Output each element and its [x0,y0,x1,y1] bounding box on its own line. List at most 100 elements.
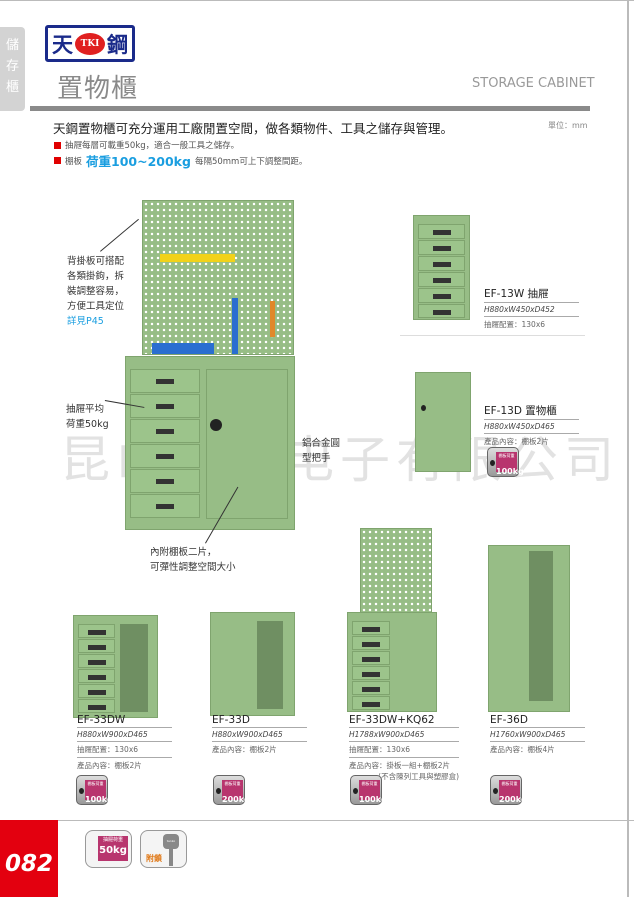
product-label: EF-33DW+KQ62 H1788xW900xD465 抽屜配置：130x6 … [349,714,459,784]
drawer [352,636,390,650]
product-dimensions: H880xW450xD452 [484,303,579,317]
callout-line: 各類掛鉤，拆 [67,271,125,282]
shelf-load-badge: 棚板荷重 100kg [487,447,524,477]
product-image-ef13w [413,215,470,320]
product-name: EF-13D 置物櫃 [484,403,579,420]
product-dimensions: H1760xW900xD465 [490,728,585,742]
product-spec: 產品內容：掛板一組+棚板2片 [349,761,451,770]
product-dimensions: H880xW450xD465 [484,420,579,434]
drawer [78,654,115,668]
key-blade [169,848,173,866]
unit-note: 單位：mm [548,121,588,130]
key-icon: tanko [163,834,179,849]
drawer [78,624,115,638]
callout-line: 內附棚板二片， [150,547,217,558]
drawer [78,684,115,698]
page-reference-link[interactable]: 詳見P45 [67,316,104,327]
product-image-ef33dw-kq62 [347,612,437,712]
product-image-ef13d [415,372,471,472]
badge-value: 50kg [99,845,127,856]
callout-pegboard: 背掛板可搭配 各類掛鉤，拆 裝調整容易， 方便工具定位 詳見P45 [67,254,124,329]
product-spec: 產品內容：棚板2片 [212,745,277,754]
product-name: EF-13W 抽屜 [484,286,579,303]
shelf-load-badge: 棚板荷重 100kg [76,775,113,805]
badge-label: 棚板荷重 [501,781,518,786]
cabinet-interior [529,551,553,701]
drawer [352,666,390,680]
badge-value: 200kg [222,795,250,804]
product-name: EF-33D [212,714,307,728]
cabinet-body [125,356,295,530]
callout-line: 裝調整容易， [67,286,125,297]
cabinet-interior [257,621,283,709]
section-tab: 儲 存 櫃 [0,27,25,111]
product-label: EF-13W 抽屜 H880xW450xD452 抽屜配置：130x6 [484,286,579,332]
badge-label: 抽屜荷重 [102,837,123,843]
product-name: EF-36D [490,714,585,728]
key-lock-icon: tanko 附鎖 [140,830,187,868]
tab-char: 儲 [5,38,19,53]
badge-value: 100kg [85,795,113,804]
page-title: 置物櫃 [57,74,139,104]
callout-line: 抽屜平均 [66,404,105,415]
blue-bins [152,343,214,354]
logo-char: 天 [52,32,73,57]
drawer [130,444,200,468]
drawer-load-icon: 抽屜荷重 50kg [85,830,132,868]
drawer [418,240,465,255]
intro-text: 天鋼置物櫃可充分運用工廠閒置空間，做各類物件、工具之儲存與管理。 [53,121,454,136]
product-spec: 抽屜配置：130x6 [484,320,546,329]
badge-value: 100kg [359,795,387,804]
product-image-ef33dw [73,615,158,718]
footer-line [0,820,634,821]
product-image-ef36d [488,545,570,712]
drawer [130,369,200,393]
drawer [352,681,390,695]
cabinet-door [206,369,288,519]
bullet-text: 抽屜每層可載重50kg，適合一般工具之儲存。 [65,141,240,151]
product-name: EF-33DW [77,714,172,728]
round-handle [210,419,222,431]
shelf-load-badge: 棚板荷重 200kg [490,775,527,805]
drawer [352,621,390,635]
product-spec: 抽屜配置：130x6 [77,742,172,758]
drawer [78,699,115,713]
badge-label: 棚板荷重 [87,781,104,786]
hammer [232,298,238,354]
brand-logo: 天 TKI 鋼 [45,25,135,62]
lock-label: 附鎖 [146,854,162,863]
header-bar [30,106,590,111]
bullet-item: 抽屜每層可載重50kg，適合一般工具之儲存。 [54,139,239,151]
product-name: EF-33DW+KQ62 [349,714,459,728]
callout-line: 方便工具定位 [67,301,125,312]
product-spec: 產品內容：棚板2片 [484,437,549,446]
drawer [418,256,465,271]
product-spec: 抽屜配置：130x6 [349,742,459,758]
drawer [352,696,390,710]
pegboard [142,200,294,355]
product-image-ef33d [210,612,295,716]
drawer [418,224,465,239]
page-number: 082 [0,820,58,897]
drawer [130,419,200,443]
bullet-icon [54,157,61,164]
callout-shelf: 內附棚板二片， 可彈性調整空間大小 [150,545,236,575]
drawer [130,469,200,493]
callout-handle: 鋁合金圓 型把手 [302,436,340,466]
pliers [270,301,275,337]
main-cabinet-image [120,198,297,533]
product-dimensions: H1788xW900xD465 [349,728,459,742]
bullet-text: 棚板 [65,156,83,167]
badge-label: 棚板荷重 [498,453,515,458]
drawer [418,288,465,303]
product-spec: 產品內容：棚板2片 [77,761,142,770]
badge-label: 棚板荷重 [224,781,241,786]
badge-value: 100kg [496,467,524,476]
tab-char: 櫃 [5,80,19,95]
badge-value: 200kg [499,795,527,804]
callout-line: 型把手 [302,453,331,464]
page-title-en: STORAGE CABINET [472,76,595,91]
product-spec: (不含陳列工具與塑膠盒) [378,772,459,781]
product-label: EF-33DW H880xW900xD465 抽屜配置：130x6 產品內容：棚… [77,714,172,773]
product-image-pegboard [360,528,432,613]
